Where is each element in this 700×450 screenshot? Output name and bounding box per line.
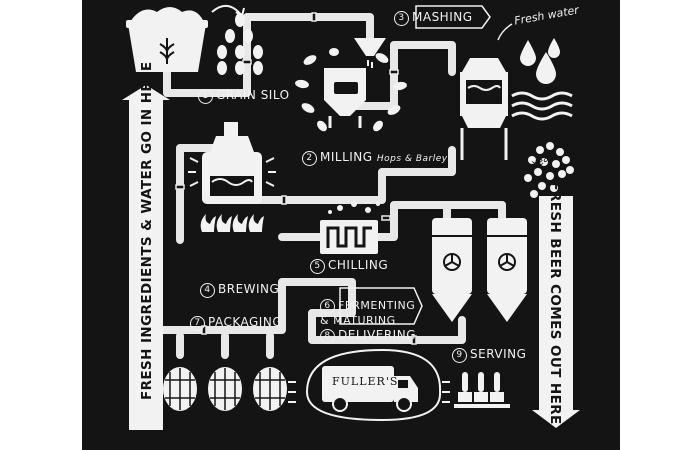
delivery-truck bbox=[322, 366, 418, 412]
grain-silo-bucket bbox=[126, 5, 245, 72]
step-number: 9 bbox=[452, 348, 467, 363]
step-label: MASHING bbox=[412, 10, 473, 24]
chiller bbox=[320, 201, 380, 254]
brewing-process-board: FRESH INGREDIENTS & WATER GO IN HERE FRE… bbox=[82, 0, 620, 450]
step-label: GRAIN SILO bbox=[216, 88, 290, 102]
hops-leaves bbox=[295, 48, 407, 132]
fresh-water-icon bbox=[511, 38, 573, 121]
step-number: 1 bbox=[198, 89, 213, 104]
mash-tun bbox=[460, 58, 508, 160]
step-label: PACKAGING bbox=[208, 315, 283, 329]
step-number: 4 bbox=[200, 283, 215, 298]
process-diagram bbox=[122, 5, 580, 430]
mashing-arrow bbox=[415, 5, 491, 29]
fermenting-arrow bbox=[339, 287, 423, 325]
grain-pile bbox=[217, 13, 263, 75]
arrows-to-taps bbox=[442, 381, 450, 403]
water-arrow bbox=[497, 23, 513, 41]
step-number: 8 bbox=[320, 329, 335, 344]
right-banner-text: FRESH BEER COMES OUT HERE bbox=[547, 181, 563, 425]
right-banner bbox=[532, 196, 580, 428]
step-number: 6 bbox=[320, 299, 335, 314]
brew-kettle bbox=[188, 122, 276, 204]
step-label: BREWING bbox=[218, 282, 280, 296]
mill-hopper bbox=[324, 38, 386, 128]
left-banner bbox=[122, 85, 170, 430]
step-label: CHILLING bbox=[328, 258, 389, 272]
yeast-cluster bbox=[524, 142, 574, 198]
step-number: 5 bbox=[310, 259, 325, 274]
step-number: 2 bbox=[302, 151, 317, 166]
step-label: MILLING bbox=[320, 150, 373, 164]
fermenting-tanks bbox=[432, 218, 527, 322]
step-label: FERMENTING & MATURING bbox=[320, 299, 416, 327]
left-banner-text: FRESH INGREDIENTS & WATER GO IN HERE bbox=[139, 61, 155, 400]
pipe-joints bbox=[175, 12, 417, 345]
step-label: SERVING bbox=[470, 347, 527, 361]
step-number: 7 bbox=[190, 316, 205, 331]
step-label: DELIVERING bbox=[338, 328, 416, 342]
beer-taps bbox=[454, 372, 510, 408]
delivery-route bbox=[306, 348, 442, 422]
barrels bbox=[163, 367, 296, 411]
truck-brand: FULLER'S bbox=[332, 375, 399, 388]
hops-barley-note: Hops & Barley bbox=[376, 154, 448, 164]
fire-icon bbox=[200, 214, 264, 232]
step-number: 3 bbox=[394, 11, 409, 26]
